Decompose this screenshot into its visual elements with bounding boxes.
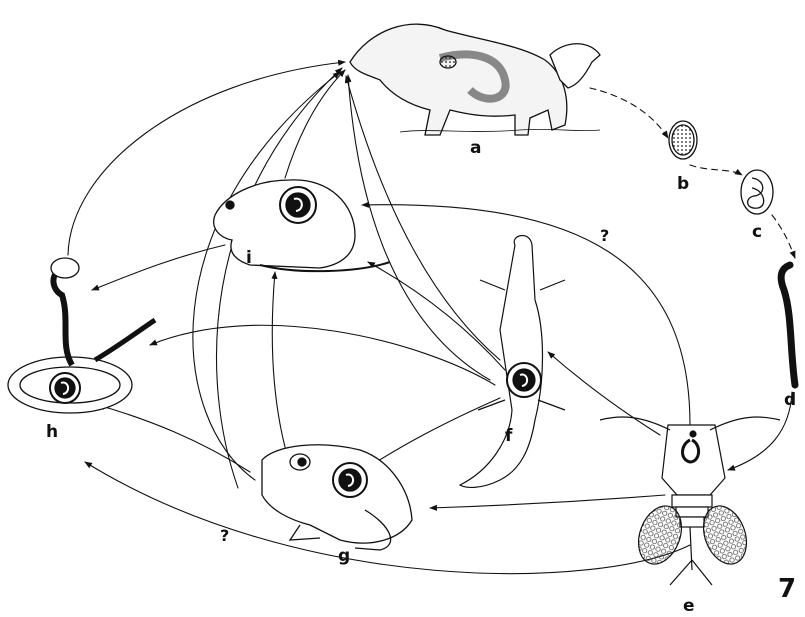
label-h: h (46, 424, 58, 441)
dashed-embryo-to-larva (772, 215, 795, 258)
dashed-egg-to-embryo (690, 165, 742, 175)
arrow-copepod-to-salamander (548, 352, 660, 435)
label-b: b (677, 176, 689, 193)
boar-illustration (350, 24, 600, 135)
snake-illustration (8, 258, 155, 413)
egg-illustration (669, 121, 697, 159)
question-mark-lower: ? (220, 528, 229, 544)
arrow-salamander-to-snake (150, 325, 495, 385)
label-a: a (470, 140, 481, 157)
label-c: c (752, 224, 762, 241)
arrow-frog2-to-boar (217, 68, 342, 488)
salamander-illustration (460, 236, 565, 488)
frog-illustration (262, 445, 412, 550)
arrow-rat-to-boar (285, 70, 345, 178)
arrow-frog-to-boar (193, 72, 340, 480)
arrow-larva-to-copepod (728, 392, 792, 470)
arrow-copepod-to-frog (430, 495, 665, 508)
arrow-rat-to-snake (92, 245, 225, 290)
embryonated-egg-illustration (741, 170, 773, 214)
arrow-frog-to-snake (98, 405, 250, 472)
label-g: g (338, 548, 350, 565)
label-d: d (784, 392, 796, 409)
copepod-illustration (600, 417, 780, 585)
label-e: e (683, 598, 695, 615)
arrow-salamander-to-boar-2 (346, 76, 500, 360)
larva-illustration (781, 265, 795, 385)
arrow-frog-to-rat (272, 272, 290, 465)
figure-number: 7 (778, 576, 796, 602)
question-mark-upper: ? (600, 228, 609, 244)
rat-illustration (214, 180, 390, 271)
label-f: f (505, 428, 512, 445)
arrow-salamander-to-rat (368, 262, 505, 370)
label-i: i (246, 250, 252, 267)
dashed-boar-to-egg (590, 88, 668, 138)
